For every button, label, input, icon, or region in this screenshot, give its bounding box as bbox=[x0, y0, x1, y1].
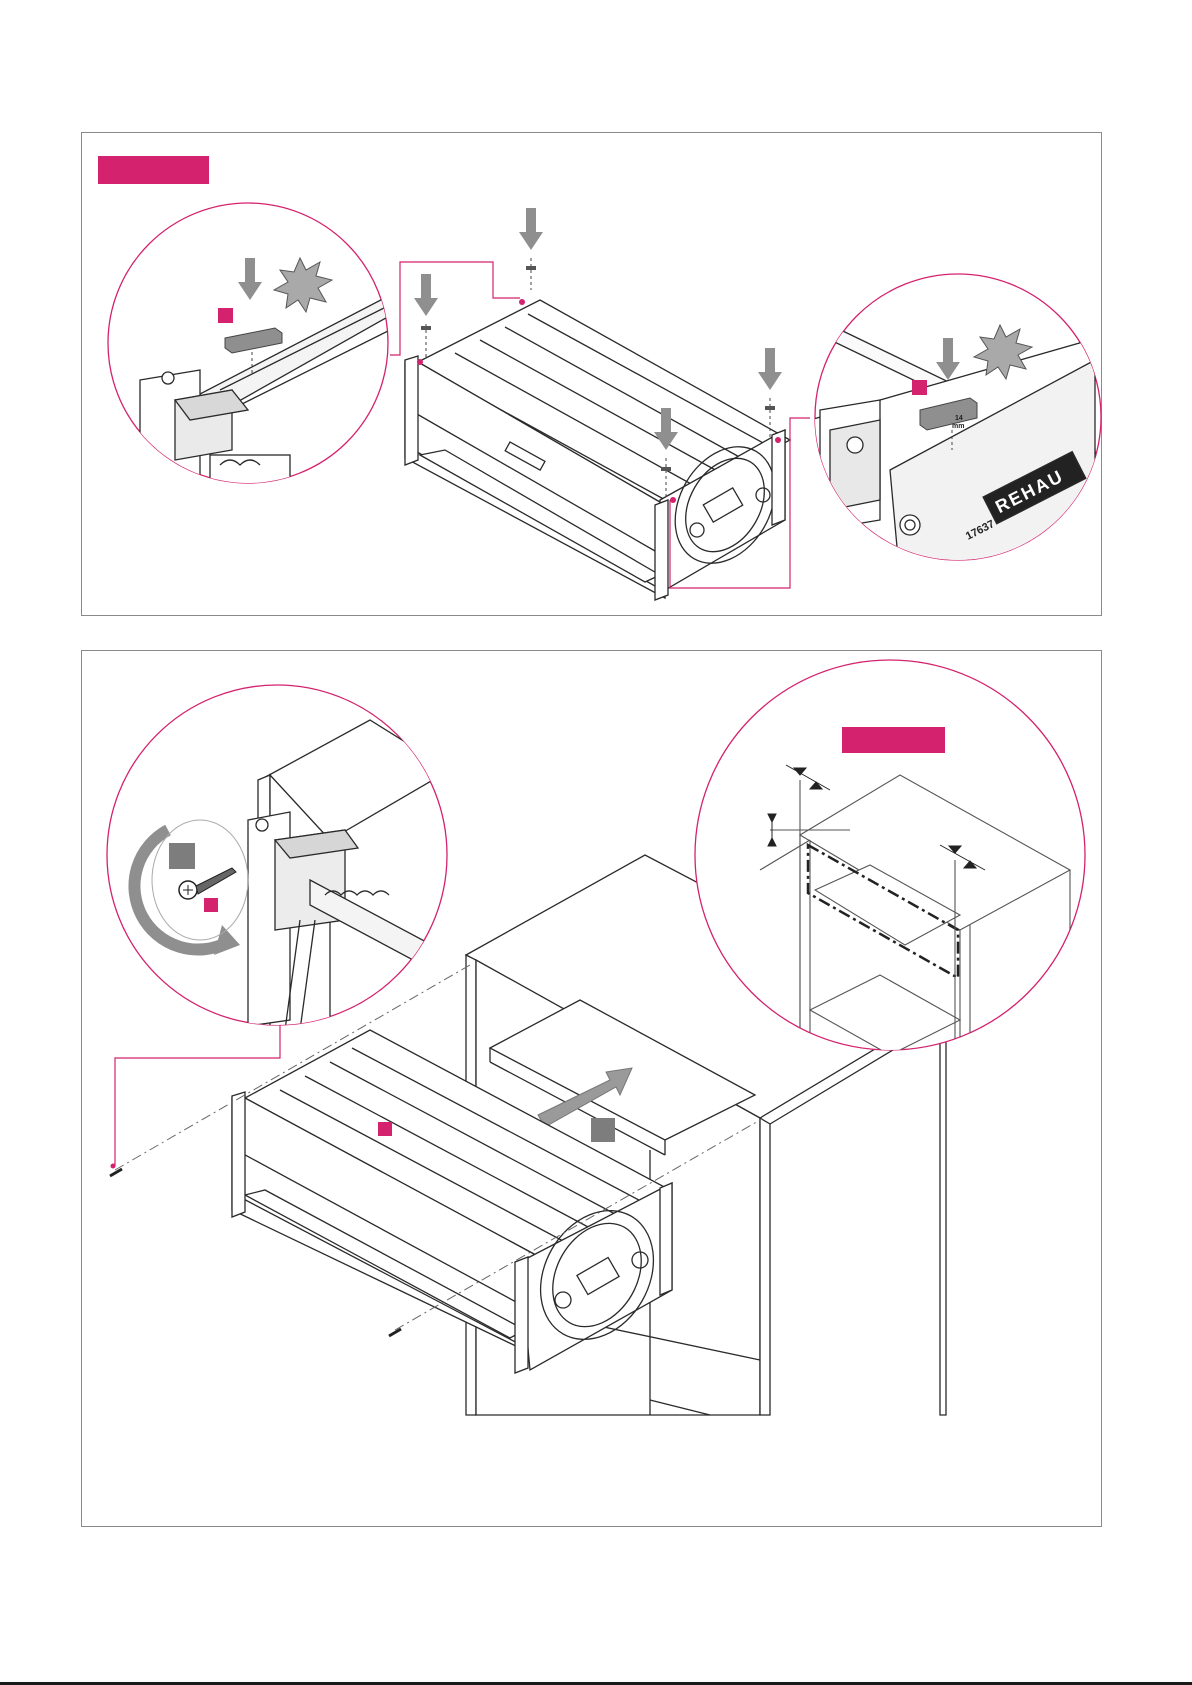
callout-square-magenta bbox=[204, 898, 218, 912]
clip-size-label: 14 bbox=[955, 415, 963, 422]
svg-text:mm: mm bbox=[952, 423, 964, 430]
step-bottom-banner bbox=[842, 727, 945, 753]
detail-circle-top-left bbox=[108, 203, 400, 490]
step-top-banner bbox=[98, 156, 209, 184]
callout-square-magenta bbox=[912, 380, 927, 395]
drawer-box-top bbox=[405, 300, 795, 600]
detail-circle-top-right: REHAU 17637 14 mm bbox=[810, 274, 1101, 580]
detail-circle-bottom-left bbox=[107, 685, 460, 1030]
callout-square-magenta bbox=[378, 1122, 392, 1136]
callout-square-magenta bbox=[218, 308, 233, 323]
step-number-square bbox=[169, 843, 195, 869]
step-number-square bbox=[591, 1118, 615, 1142]
